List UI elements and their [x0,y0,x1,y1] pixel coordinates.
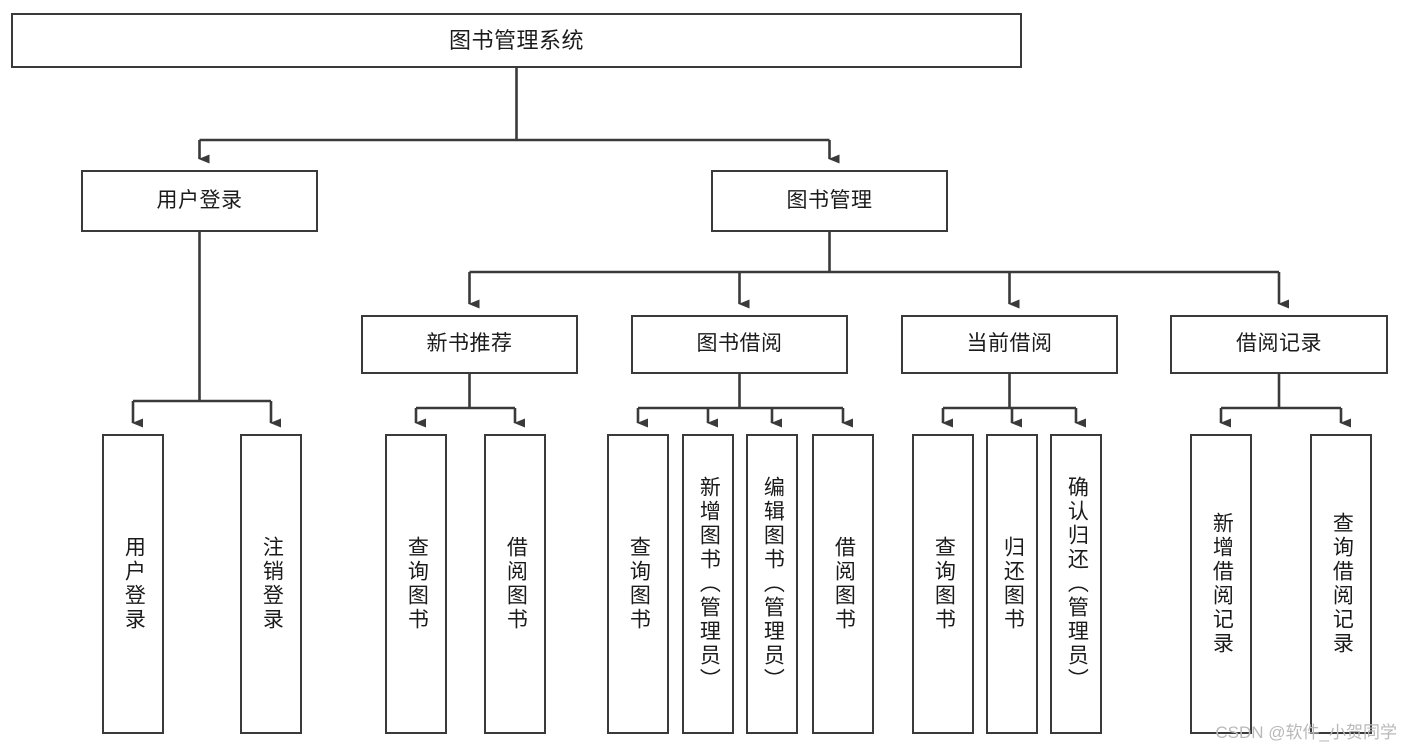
node-label: 查询图书 [627,536,651,632]
node-borrow-record[interactable]: 借阅记录 [1170,315,1388,374]
node-leaf-confirm-return[interactable]: 确认归还（管理员） [1050,434,1102,734]
node-book-borrow[interactable]: 图书借阅 [631,315,848,374]
node-label: 借阅图书 [832,536,856,632]
node-leaf-logout[interactable]: 注销登录 [240,434,302,734]
node-leaf-borrow-book-1[interactable]: 借阅图书 [484,434,546,734]
node-label: 查询图书 [932,536,956,632]
node-label: 编辑图书（管理员） [761,476,785,692]
node-label: 归还图书 [1001,536,1025,632]
node-label: 用户登录 [122,536,146,632]
node-label: 新增图书（管理员） [697,476,721,692]
node-label: 用户登录 [156,188,243,212]
node-leaf-return-book[interactable]: 归还图书 [986,434,1038,734]
node-leaf-query-book-3[interactable]: 查询图书 [912,434,974,734]
node-leaf-user-login[interactable]: 用户登录 [102,434,164,734]
node-leaf-query-book-1[interactable]: 查询图书 [385,434,447,734]
node-label: 借阅图书 [504,536,528,632]
node-leaf-borrow-book-2[interactable]: 借阅图书 [812,434,874,734]
node-label: 确认归还（管理员） [1065,476,1089,692]
node-leaf-edit-book[interactable]: 编辑图书（管理员） [746,434,798,734]
node-label: 当前借阅 [966,332,1053,356]
node-leaf-query-record[interactable]: 查询借阅记录 [1310,434,1372,734]
node-leaf-query-book-2[interactable]: 查询图书 [607,434,669,734]
node-label: 注销登录 [260,536,284,632]
node-label: 查询借阅记录 [1330,512,1354,656]
node-leaf-add-book[interactable]: 新增图书（管理员） [682,434,734,734]
node-leaf-add-record[interactable]: 新增借阅记录 [1190,434,1252,734]
node-root[interactable]: 图书管理系统 [11,13,1022,68]
node-label: 查询图书 [405,536,429,632]
node-new-book-rec[interactable]: 新书推荐 [361,315,578,374]
node-label: 借阅记录 [1236,332,1322,356]
node-label: 图书管理系统 [448,27,584,53]
node-current-borrow[interactable]: 当前借阅 [901,315,1118,374]
node-book-manage[interactable]: 图书管理 [711,170,948,232]
node-label: 图书管理 [786,188,873,212]
node-label: 图书借阅 [696,332,783,356]
node-label: 新书推荐 [426,332,513,356]
node-user-login[interactable]: 用户登录 [81,170,318,232]
node-label: 新增借阅记录 [1210,512,1234,656]
